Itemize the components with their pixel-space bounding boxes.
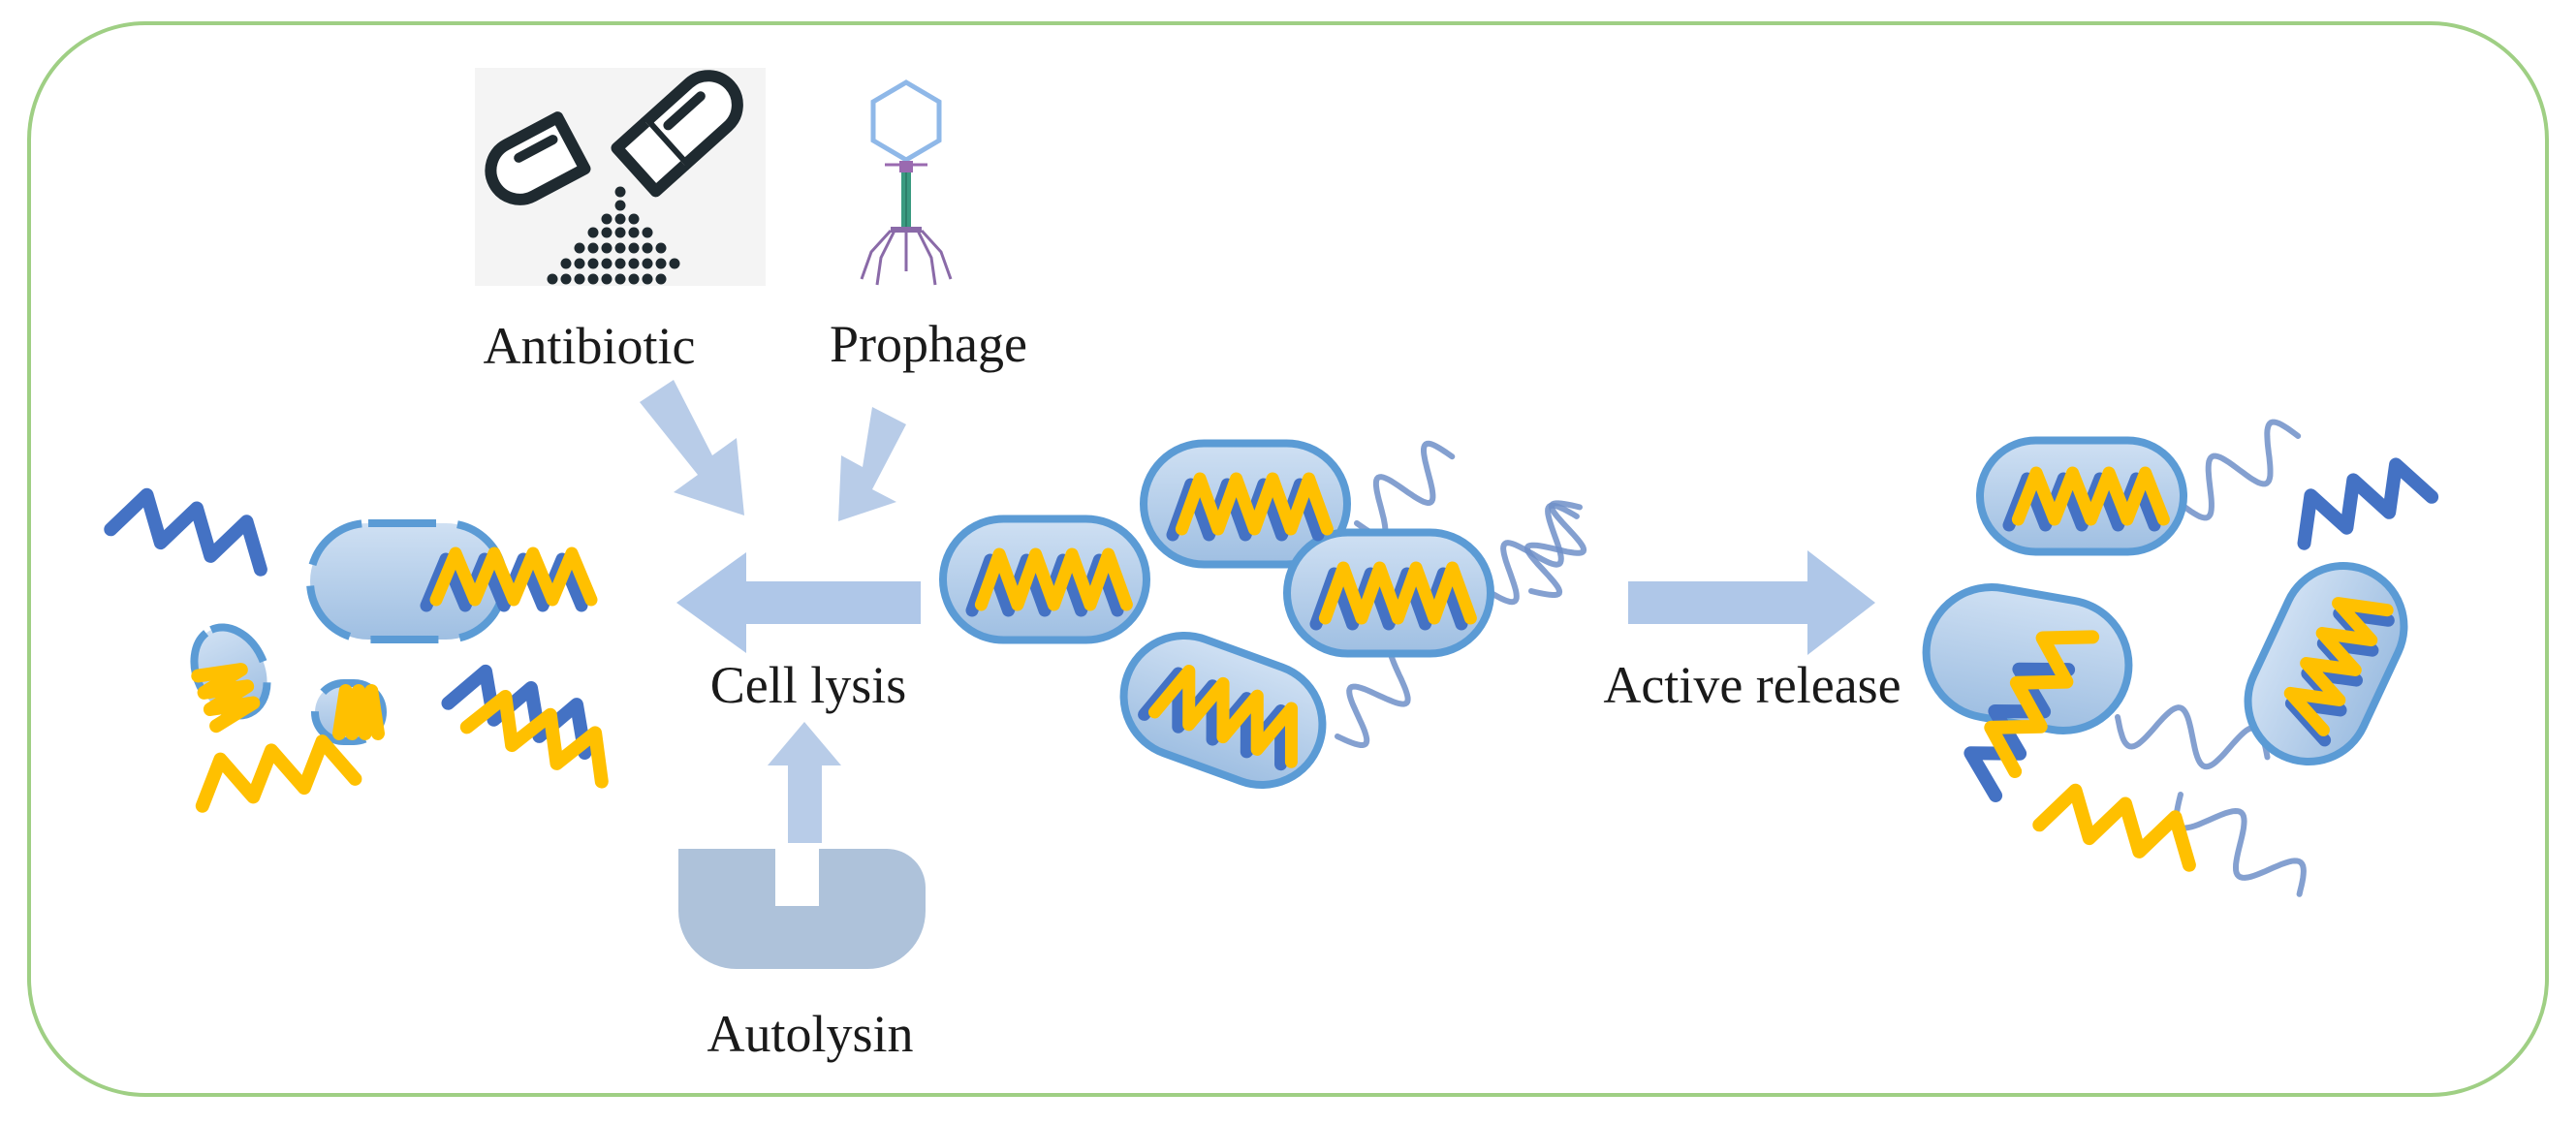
- powder-dot: [628, 213, 640, 225]
- dna-layer: [104, 457, 2439, 872]
- dna-right-top-strand-yellow: [2011, 466, 2170, 526]
- dna-fragment-yellow: [195, 734, 362, 813]
- antibiotic-label: Antibiotic: [483, 317, 696, 375]
- cell-tail: [2173, 792, 2307, 897]
- powder-dot: [601, 227, 613, 238]
- dna-right-top: [2002, 466, 2170, 532]
- powder-dot: [587, 273, 599, 285]
- arrow-prophage-to-lysis: [838, 407, 906, 521]
- powder-dot: [669, 258, 680, 269]
- dna-fragment-yellow: [459, 690, 609, 789]
- dna-released-yellow: [2032, 783, 2196, 872]
- cell-tail: [2178, 419, 2302, 521]
- dna-center-right: [1309, 561, 1477, 631]
- powder-dot: [642, 273, 653, 285]
- arrow-cell-lysis: [676, 552, 921, 653]
- powder-dot: [574, 258, 585, 269]
- dna-released-blue: [2297, 457, 2439, 550]
- dna-released-blue: [1963, 662, 2076, 802]
- powder-dot: [560, 273, 572, 285]
- powder-dot: [642, 242, 653, 254]
- dna-released-yellow: [1984, 630, 2100, 778]
- dna-right-far: [2283, 597, 2395, 747]
- cell-lysis-label: Cell lysis: [709, 656, 907, 714]
- dna-center-bottom-strand-yellow: [1147, 665, 1299, 768]
- dna-center-left-strand-yellow: [974, 547, 1133, 611]
- powder-dot: [601, 213, 613, 225]
- powder-dot: [587, 258, 599, 269]
- powder-dot: [601, 242, 613, 254]
- powder-dot: [614, 273, 626, 285]
- dna-fragment-yellow: [191, 663, 261, 734]
- powder-dot: [628, 273, 640, 285]
- dna-lysed-main-strand-yellow: [429, 546, 598, 607]
- dna-fragment-yellow: [332, 684, 385, 740]
- powder-dot: [614, 258, 626, 269]
- dna-lysed-main: [420, 546, 598, 612]
- powder-dot: [614, 227, 626, 238]
- powder-dot: [614, 213, 626, 225]
- antibiotic-icon: [475, 68, 766, 286]
- powder-dot: [547, 273, 558, 285]
- prophage-icon: [860, 79, 953, 286]
- dna-center-top: [1166, 472, 1334, 542]
- powder-dot: [655, 273, 667, 285]
- powder-dot: [587, 242, 599, 254]
- autolysin-icon: [678, 849, 926, 969]
- arrow-active-release: [1628, 550, 1875, 655]
- powder-dot: [628, 242, 640, 254]
- dna-fragment-blue: [441, 664, 592, 760]
- powder-dot: [655, 258, 667, 269]
- active-release-label: Active release: [1603, 656, 1901, 714]
- powder-dot: [614, 186, 626, 198]
- powder-dot: [601, 273, 613, 285]
- powder-dot: [614, 200, 626, 211]
- dna-right-far-strand-yellow: [2283, 597, 2394, 736]
- powder-dot: [587, 227, 599, 238]
- powder-dot: [655, 242, 667, 254]
- arrow-antibiotic-to-lysis: [640, 380, 744, 515]
- dna-center-left: [965, 547, 1133, 617]
- powder-dot: [574, 242, 585, 254]
- powder-dot: [628, 258, 640, 269]
- powder-dot: [642, 258, 653, 269]
- arrow-autolysin-to-lysis: [768, 722, 841, 843]
- prophage-label: Prophage: [830, 315, 1027, 373]
- powder-dot: [574, 273, 585, 285]
- cell-tail: [1524, 500, 1587, 598]
- dna-center-top-strand-yellow: [1175, 472, 1334, 536]
- autolysin-label: Autolysin: [707, 1005, 914, 1063]
- powder-dot: [642, 227, 653, 238]
- cell-tail: [2115, 704, 2271, 770]
- dna-fragment-blue: [104, 487, 267, 577]
- dna-center-right-strand-yellow: [1318, 561, 1477, 625]
- dna-center-bottom: [1138, 665, 1299, 771]
- powder-dot: [560, 258, 572, 269]
- powder-dot: [614, 242, 626, 254]
- powder-dot: [628, 227, 640, 238]
- powder-dot: [601, 258, 613, 269]
